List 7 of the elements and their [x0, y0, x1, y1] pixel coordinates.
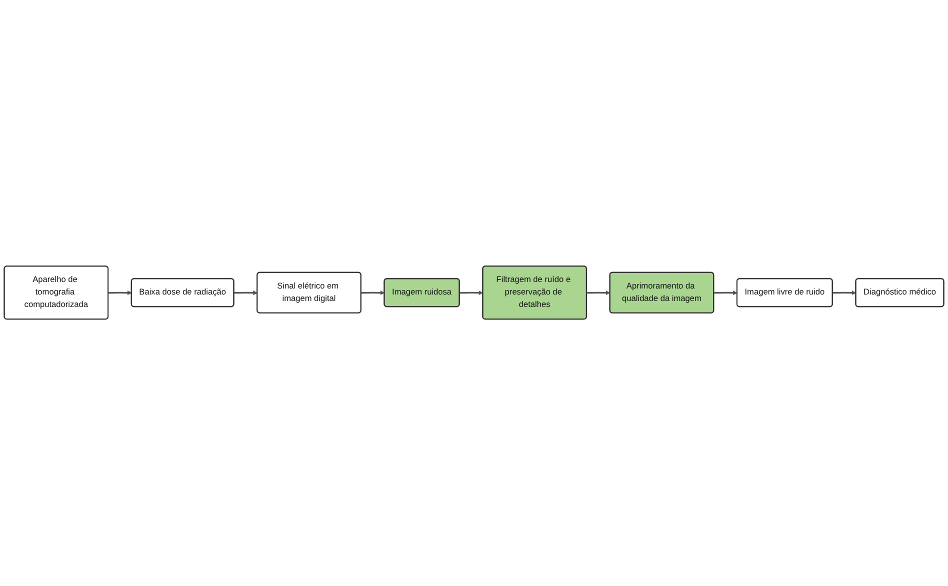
arrow — [586, 290, 610, 296]
arrow — [714, 290, 738, 296]
arrow — [361, 290, 385, 296]
arrow — [832, 290, 856, 296]
arrow — [234, 290, 258, 296]
arrow — [108, 290, 132, 296]
arrow — [460, 290, 484, 296]
